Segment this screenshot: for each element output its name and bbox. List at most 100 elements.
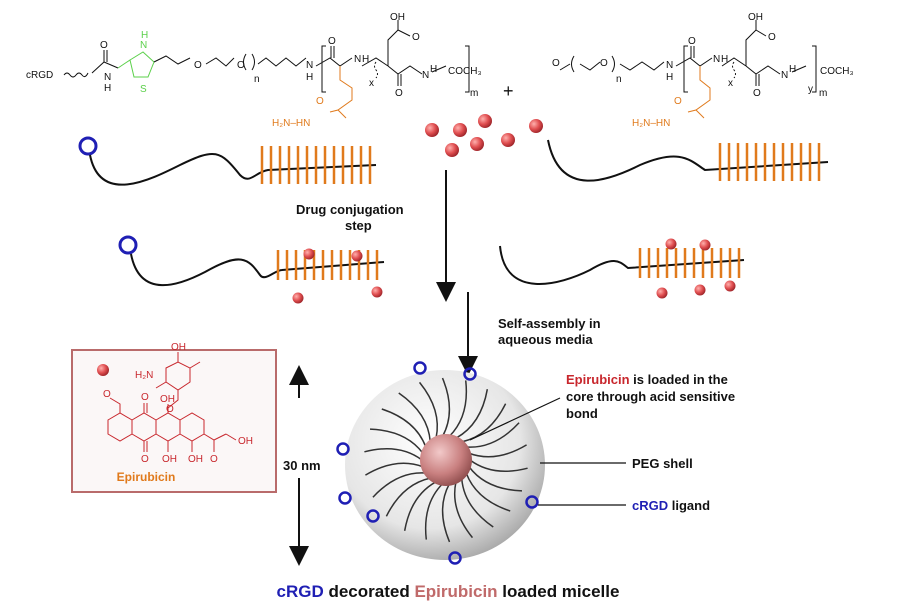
right-link-n: N — [666, 60, 673, 71]
epi-oh2: OH — [160, 394, 175, 405]
caption-crgd: cRGD — [277, 582, 324, 601]
crgd-ligand-word: cRGD — [632, 498, 668, 513]
right-polymer-structure — [559, 20, 817, 119]
right-nh1-h: H — [721, 54, 728, 65]
crgd-ligand-icon — [413, 361, 427, 375]
epi-nh2: H₂N — [135, 370, 153, 381]
epi-annotation-line1: Epirubicin is loaded in the — [566, 372, 728, 387]
right-carboxy-o: O — [768, 32, 776, 43]
micelle — [336, 361, 545, 565]
self-assembly-line1: Self-assembly in — [498, 316, 601, 331]
peg-chain — [369, 428, 424, 454]
peg-chain — [398, 392, 432, 442]
left-amide-n: N — [104, 72, 111, 83]
drug-ball — [501, 133, 515, 147]
right-y: y — [808, 84, 813, 95]
left-x: x — [369, 78, 374, 89]
drug-ball — [656, 287, 668, 299]
peg-chain — [460, 478, 494, 528]
crgd-polymer-conjugated — [118, 235, 385, 304]
right-side-o: O — [674, 96, 682, 107]
mpeg-polymer-cartoon — [547, 139, 829, 182]
peg-chain — [453, 481, 474, 539]
epi-ketone-o: O — [210, 454, 218, 465]
left-amide-o: O — [100, 40, 108, 51]
drug-ball — [351, 250, 363, 262]
epi-oh3: OH — [162, 454, 177, 465]
left-nh2-h: H — [430, 64, 437, 75]
peg-chain — [441, 377, 451, 437]
right-carboxy-oh: OH — [748, 12, 763, 23]
drug-ball — [303, 248, 315, 260]
crgd-ligand-icon — [366, 509, 380, 523]
drug-ball — [470, 137, 484, 151]
epi-oh4: OH — [188, 454, 203, 465]
epi-ring-o: O — [166, 404, 174, 415]
peg-chain — [365, 462, 424, 476]
epi-annotation-line2: core through acid sensitive — [566, 389, 735, 404]
left-peg-n: n — [254, 74, 260, 85]
peg-chain — [455, 389, 489, 439]
drug-ball — [529, 119, 543, 133]
crgd-ligand-label: cRGD ligand — [632, 498, 710, 513]
drug-ball — [445, 143, 459, 157]
left-carbonyl-o2: O — [395, 88, 403, 99]
crgd-ligand-icon — [525, 495, 539, 509]
epi-oh5: OH — [238, 436, 253, 447]
epirubicin-box-label: Epirubicin — [117, 470, 176, 484]
left-thiazolidine-h: H — [141, 30, 148, 41]
drug-ball — [292, 292, 304, 304]
crgd-ligand-icon — [448, 551, 462, 565]
left-thiazolidine-n: N — [140, 40, 147, 51]
peg-chain — [469, 459, 528, 472]
self-assembly-line2: aqueous media — [498, 332, 593, 347]
left-m: m — [470, 88, 478, 99]
drug-conjugation-line2: step — [345, 218, 372, 233]
peg-chain — [381, 408, 427, 448]
epi-annotation-word: Epirubicin — [566, 372, 630, 387]
right-carbonyl-o2: O — [753, 88, 761, 99]
epi-oh1: OH — [171, 342, 186, 353]
drug-ball — [724, 280, 736, 292]
drug-ball-icon — [97, 364, 109, 376]
peg-chain — [418, 381, 439, 439]
right-nh2-h: H — [789, 64, 796, 75]
mpeg-polymer-conjugated — [499, 238, 745, 299]
left-thiazolidine-s: S — [140, 84, 147, 95]
left-crgd-label: cRGD — [26, 70, 53, 81]
peg-chain — [468, 444, 527, 458]
crgd-ring-icon — [78, 136, 98, 156]
drug-conjugation-label: Drug conjugation step — [296, 202, 404, 233]
left-end-group: COCH₃ — [448, 66, 482, 77]
peg-chain — [448, 380, 468, 437]
epi-quinone-o2: O — [141, 454, 149, 465]
drug-ball — [694, 284, 706, 296]
peg-chains — [364, 377, 528, 543]
peg-chain — [385, 477, 431, 517]
left-nh1-h: H — [362, 54, 369, 65]
left-carboxy-oh: OH — [390, 12, 405, 23]
crgd-ligand-icon — [338, 491, 352, 505]
left-polymer-structure — [63, 20, 470, 119]
peg-chain — [364, 448, 423, 461]
epi-annotation-line3: bond — [566, 406, 598, 421]
crgd-ligand-rest: ligand — [668, 498, 710, 513]
right-nh2-n: N — [781, 70, 788, 81]
peg-chain — [441, 483, 451, 543]
process-arrows — [289, 170, 478, 566]
caption-decorated: decorated — [324, 582, 415, 601]
left-carbonyl-o1: O — [328, 36, 336, 47]
epi-quinone-o1: O — [141, 392, 149, 403]
annotation-leaders — [469, 397, 626, 506]
free-epirubicin-molecules — [425, 114, 543, 157]
epi-leader-line — [469, 397, 561, 441]
crgd-ring-icon — [118, 235, 138, 255]
left-side-o: O — [316, 96, 324, 107]
peg-chain — [465, 472, 511, 512]
crgd-ligand-icon — [463, 367, 477, 381]
peg-chain — [461, 403, 507, 443]
plus-sign: + — [503, 81, 514, 101]
drug-ball — [665, 238, 677, 250]
drug-ball — [478, 114, 492, 128]
